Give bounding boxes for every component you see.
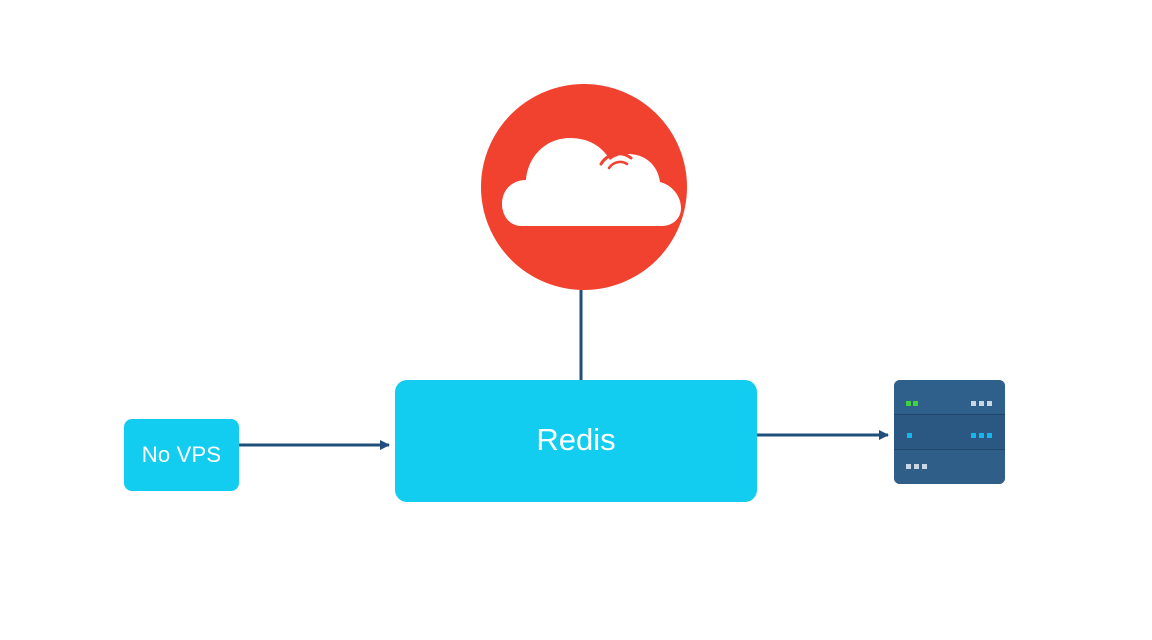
server-unit-middle xyxy=(894,415,1005,449)
server-unit-bottom xyxy=(894,450,1005,484)
status-led-gray xyxy=(914,464,919,469)
status-led-blue xyxy=(907,433,912,438)
status-led-gray xyxy=(922,464,927,469)
redis-label: Redis xyxy=(536,422,616,457)
cloud-icon xyxy=(502,138,681,226)
server-unit-top xyxy=(894,380,1005,414)
server-rack-icon xyxy=(894,380,1005,484)
status-led-gray xyxy=(979,401,984,406)
server-divider xyxy=(894,449,1005,450)
status-led-blue xyxy=(987,433,992,438)
status-led-gray xyxy=(987,401,992,406)
status-led-blue xyxy=(979,433,984,438)
vps-label: No VPS xyxy=(141,442,222,467)
status-led-green xyxy=(906,401,911,406)
vps-node: No VPS xyxy=(124,419,239,491)
status-led-gray xyxy=(971,401,976,406)
status-led-gray xyxy=(906,464,911,469)
cloud-node xyxy=(481,84,687,290)
status-led-green xyxy=(913,401,918,406)
redis-node: Redis xyxy=(395,380,757,502)
status-led-blue xyxy=(971,433,976,438)
server-divider xyxy=(894,414,1005,415)
